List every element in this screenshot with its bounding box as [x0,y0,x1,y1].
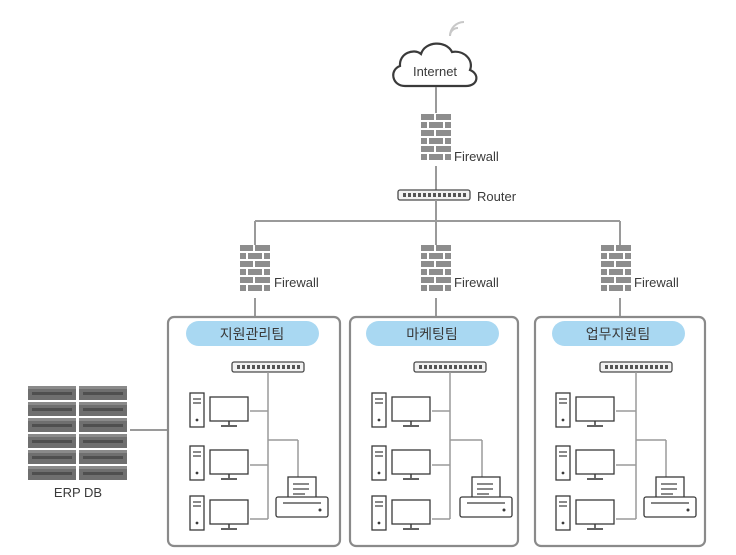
dept-firewall-3[interactable]: Firewall [601,245,679,297]
wifi-signal-icon [449,21,465,37]
dept-name-badge: 업무지원팀 [586,326,650,342]
erp-db[interactable]: ERP DB [28,386,127,500]
router-icon [397,189,471,201]
dept-firewall-label: Firewall [454,275,499,290]
brick-firewall-icon [240,245,270,297]
switch-icon[interactable] [413,361,487,373]
switch-icon[interactable] [231,361,305,373]
dept-firewall-1[interactable]: Firewall [240,245,319,297]
brick-firewall-icon [421,114,451,166]
brick-firewall-icon [601,245,631,297]
dept-name-badge: 마케팅팀 [406,326,458,342]
dept-box-3: 업무지원팀 [533,315,707,548]
dept-firewall-label: Firewall [274,275,319,290]
dept-name-badge: 지원관리팀 [220,326,284,342]
dept-box-1: 지원관리팀 [166,315,342,548]
internet-label: Internet [413,64,457,79]
cloud-icon [392,42,478,88]
server-rack-icon [28,386,127,480]
erp-db-label: ERP DB [54,485,102,500]
internet-cloud[interactable]: Internet [392,42,478,88]
dept-box-2: 마케팅팀 [348,315,520,548]
main-firewall[interactable]: Firewall [421,114,499,166]
switch-icon[interactable] [599,361,673,373]
dept-firewall-2[interactable]: Firewall [421,245,499,297]
router[interactable]: Router [397,189,517,204]
main-firewall-label: Firewall [454,149,499,164]
dept-firewall-label: Firewall [634,275,679,290]
router-label: Router [477,189,517,204]
brick-firewall-icon [421,245,451,297]
